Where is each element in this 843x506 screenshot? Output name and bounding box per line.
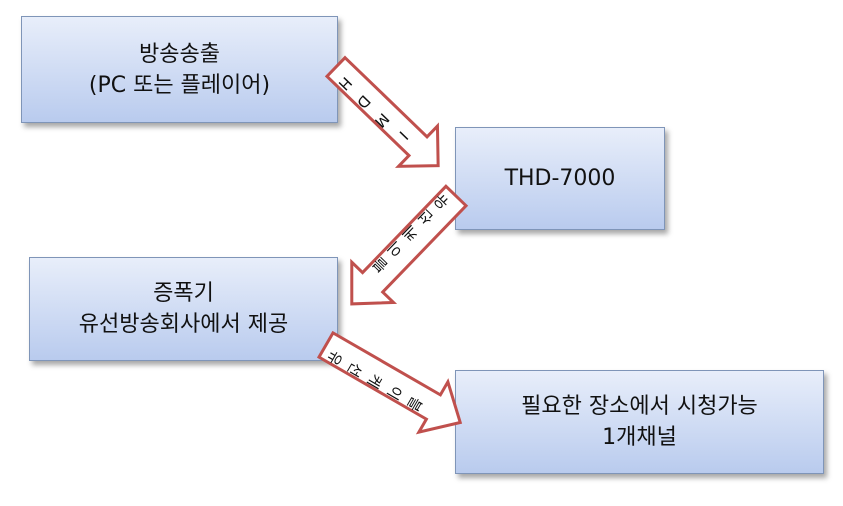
amplifier-title: 증폭기 (153, 281, 214, 306)
hdmi-arrow-shape (324, 55, 440, 168)
cable-arrow-2: 유 선 케 이 블 (316, 330, 463, 435)
cable-arrow-1-shape (350, 184, 469, 306)
amplifier-subtitle: 유선방송회사에서 제공 (78, 312, 289, 337)
broadcast-source-title: 방송송출 (139, 41, 220, 67)
viewing-location-subtitle: 1개채널 (602, 425, 677, 450)
broadcast-source-box: 방송송출 (PC 또는 플레이어) (21, 16, 338, 123)
thd-7000-label: THD-7000 (504, 166, 616, 191)
cable-arrow-1: 유 선 케 이 블 (350, 184, 469, 306)
thd-7000-box: THD-7000 (455, 127, 665, 230)
broadcast-source-subtitle: (PC 또는 플레이어) (88, 72, 271, 98)
hdmi-arrow: H D M I (324, 55, 440, 168)
viewing-location-box: 필요한 장소에서 시청가능 1개채널 (455, 370, 824, 474)
cable-arrow-2-shape (316, 330, 463, 435)
viewing-location-title: 필요한 장소에서 시청가능 (521, 394, 758, 419)
amplifier-box: 증폭기 유선방송회사에서 제공 (29, 257, 338, 361)
